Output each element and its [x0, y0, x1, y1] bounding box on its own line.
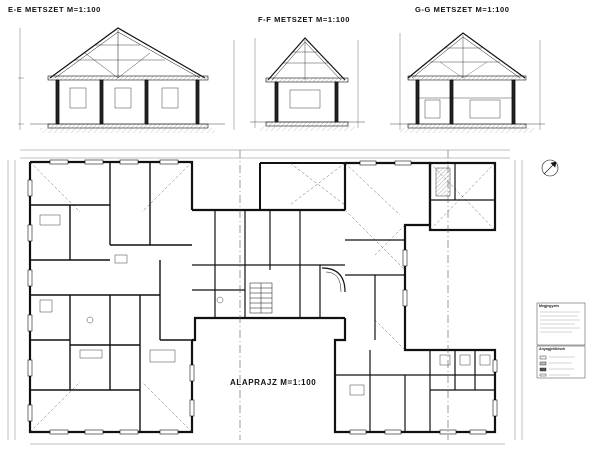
section-g-g	[390, 32, 545, 133]
plan-title: ALAPRAJZ M=1:100	[230, 378, 317, 387]
legend-heading-materials: Anyagjelölések	[539, 347, 566, 351]
north-arrow-icon	[541, 159, 559, 177]
section-title-e-e: E-E METSZET M=1:100	[8, 5, 101, 14]
section-f-f	[250, 37, 365, 131]
legend-block	[536, 302, 586, 379]
section-title-f-f: F-F METSZET M=1:100	[258, 15, 351, 24]
floor-plan	[7, 149, 559, 445]
section-e-e	[18, 27, 235, 133]
legend-heading-notes: Megjegyzés	[539, 304, 560, 308]
section-title-g-g: G-G METSZET M=1:100	[415, 5, 510, 14]
